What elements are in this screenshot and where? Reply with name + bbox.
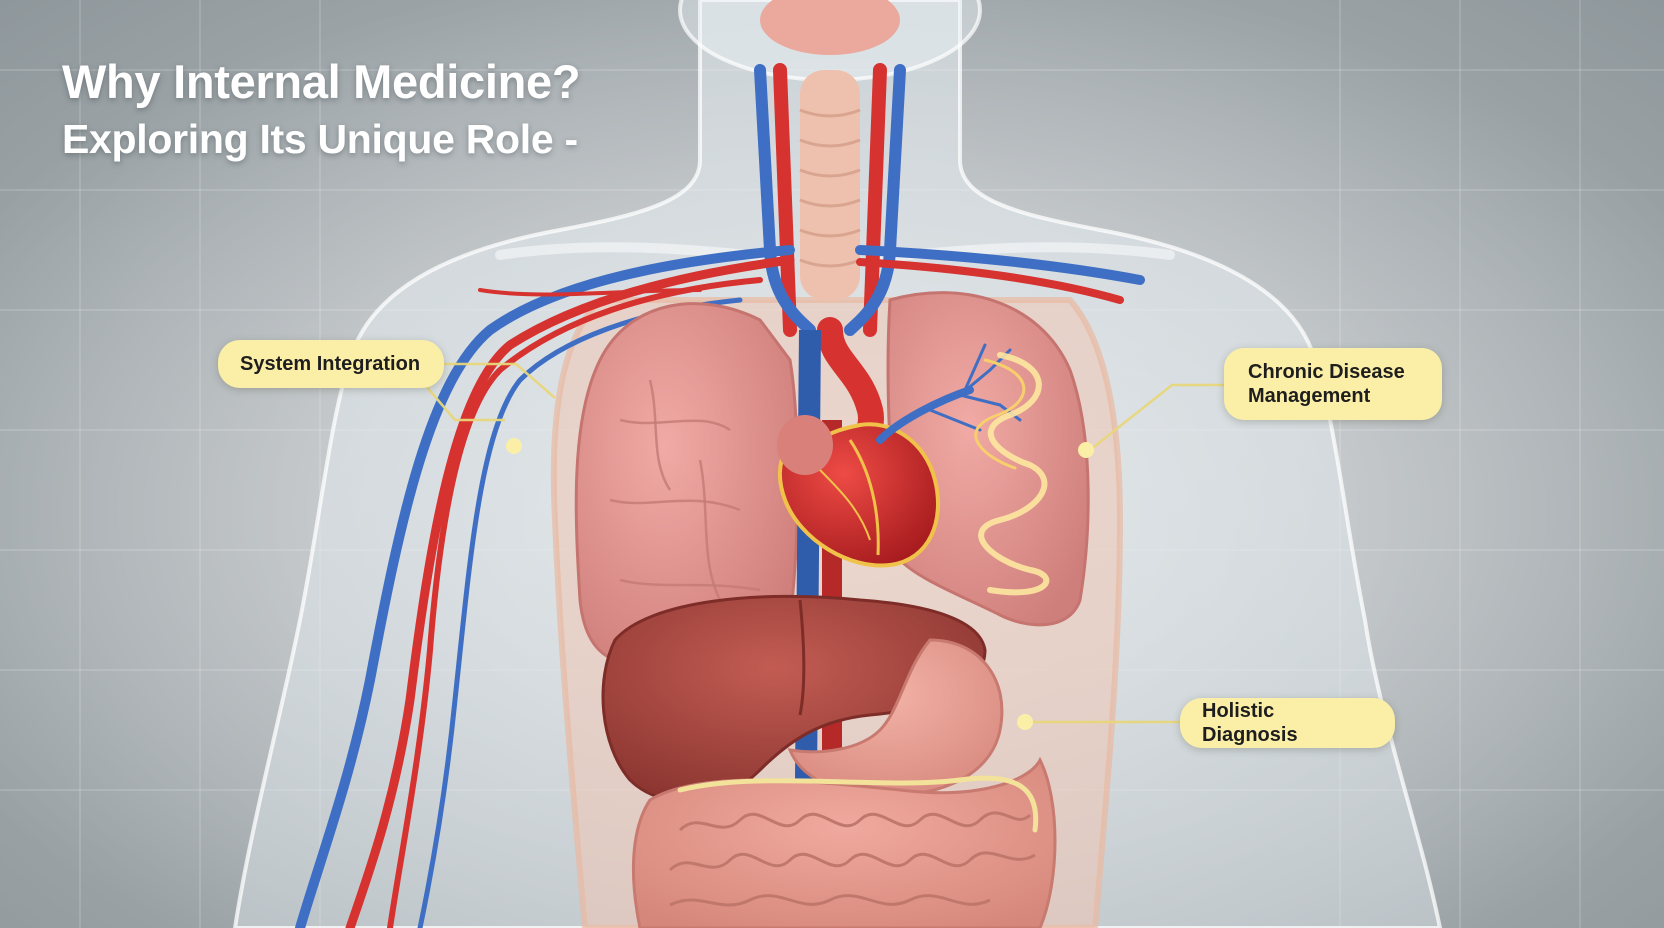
callout-chronic-disease-management: Chronic Disease Management xyxy=(1224,348,1442,420)
intestines xyxy=(631,756,1057,928)
page-title: Why Internal Medicine? xyxy=(62,55,581,108)
callout-system-integration: System Integration xyxy=(218,340,444,388)
neck-artery-right xyxy=(863,63,887,337)
anchor-dot-holistic xyxy=(1017,714,1033,730)
callout-holistic-diagnosis: Holistic Diagnosis xyxy=(1180,698,1395,748)
callout-leaders xyxy=(424,362,1224,724)
anchor-dot-chronic xyxy=(1078,442,1094,458)
callout-label-line2: Management xyxy=(1248,385,1371,407)
callout-label-group: Chronic Disease Management xyxy=(1248,360,1405,408)
title-block: Why Internal Medicine? Exploring Its Uni… xyxy=(62,52,581,166)
page-subtitle: Exploring Its Unique Role - xyxy=(62,116,578,162)
right-lung xyxy=(574,302,799,664)
lung-texture xyxy=(609,379,761,601)
nerve-glow xyxy=(978,352,1050,596)
arm-vessels xyxy=(295,245,1145,928)
colon-outline xyxy=(677,775,1039,833)
anchor-dot-system xyxy=(506,438,522,454)
neck-artery-left xyxy=(773,63,797,337)
callout-label: Holistic Diagnosis xyxy=(1202,700,1298,746)
liver xyxy=(601,594,987,803)
right-atrium xyxy=(777,415,833,475)
trachea xyxy=(760,0,900,300)
callout-label: System Integration xyxy=(240,353,421,375)
callout-label-line1: Chronic Disease xyxy=(1248,361,1405,383)
